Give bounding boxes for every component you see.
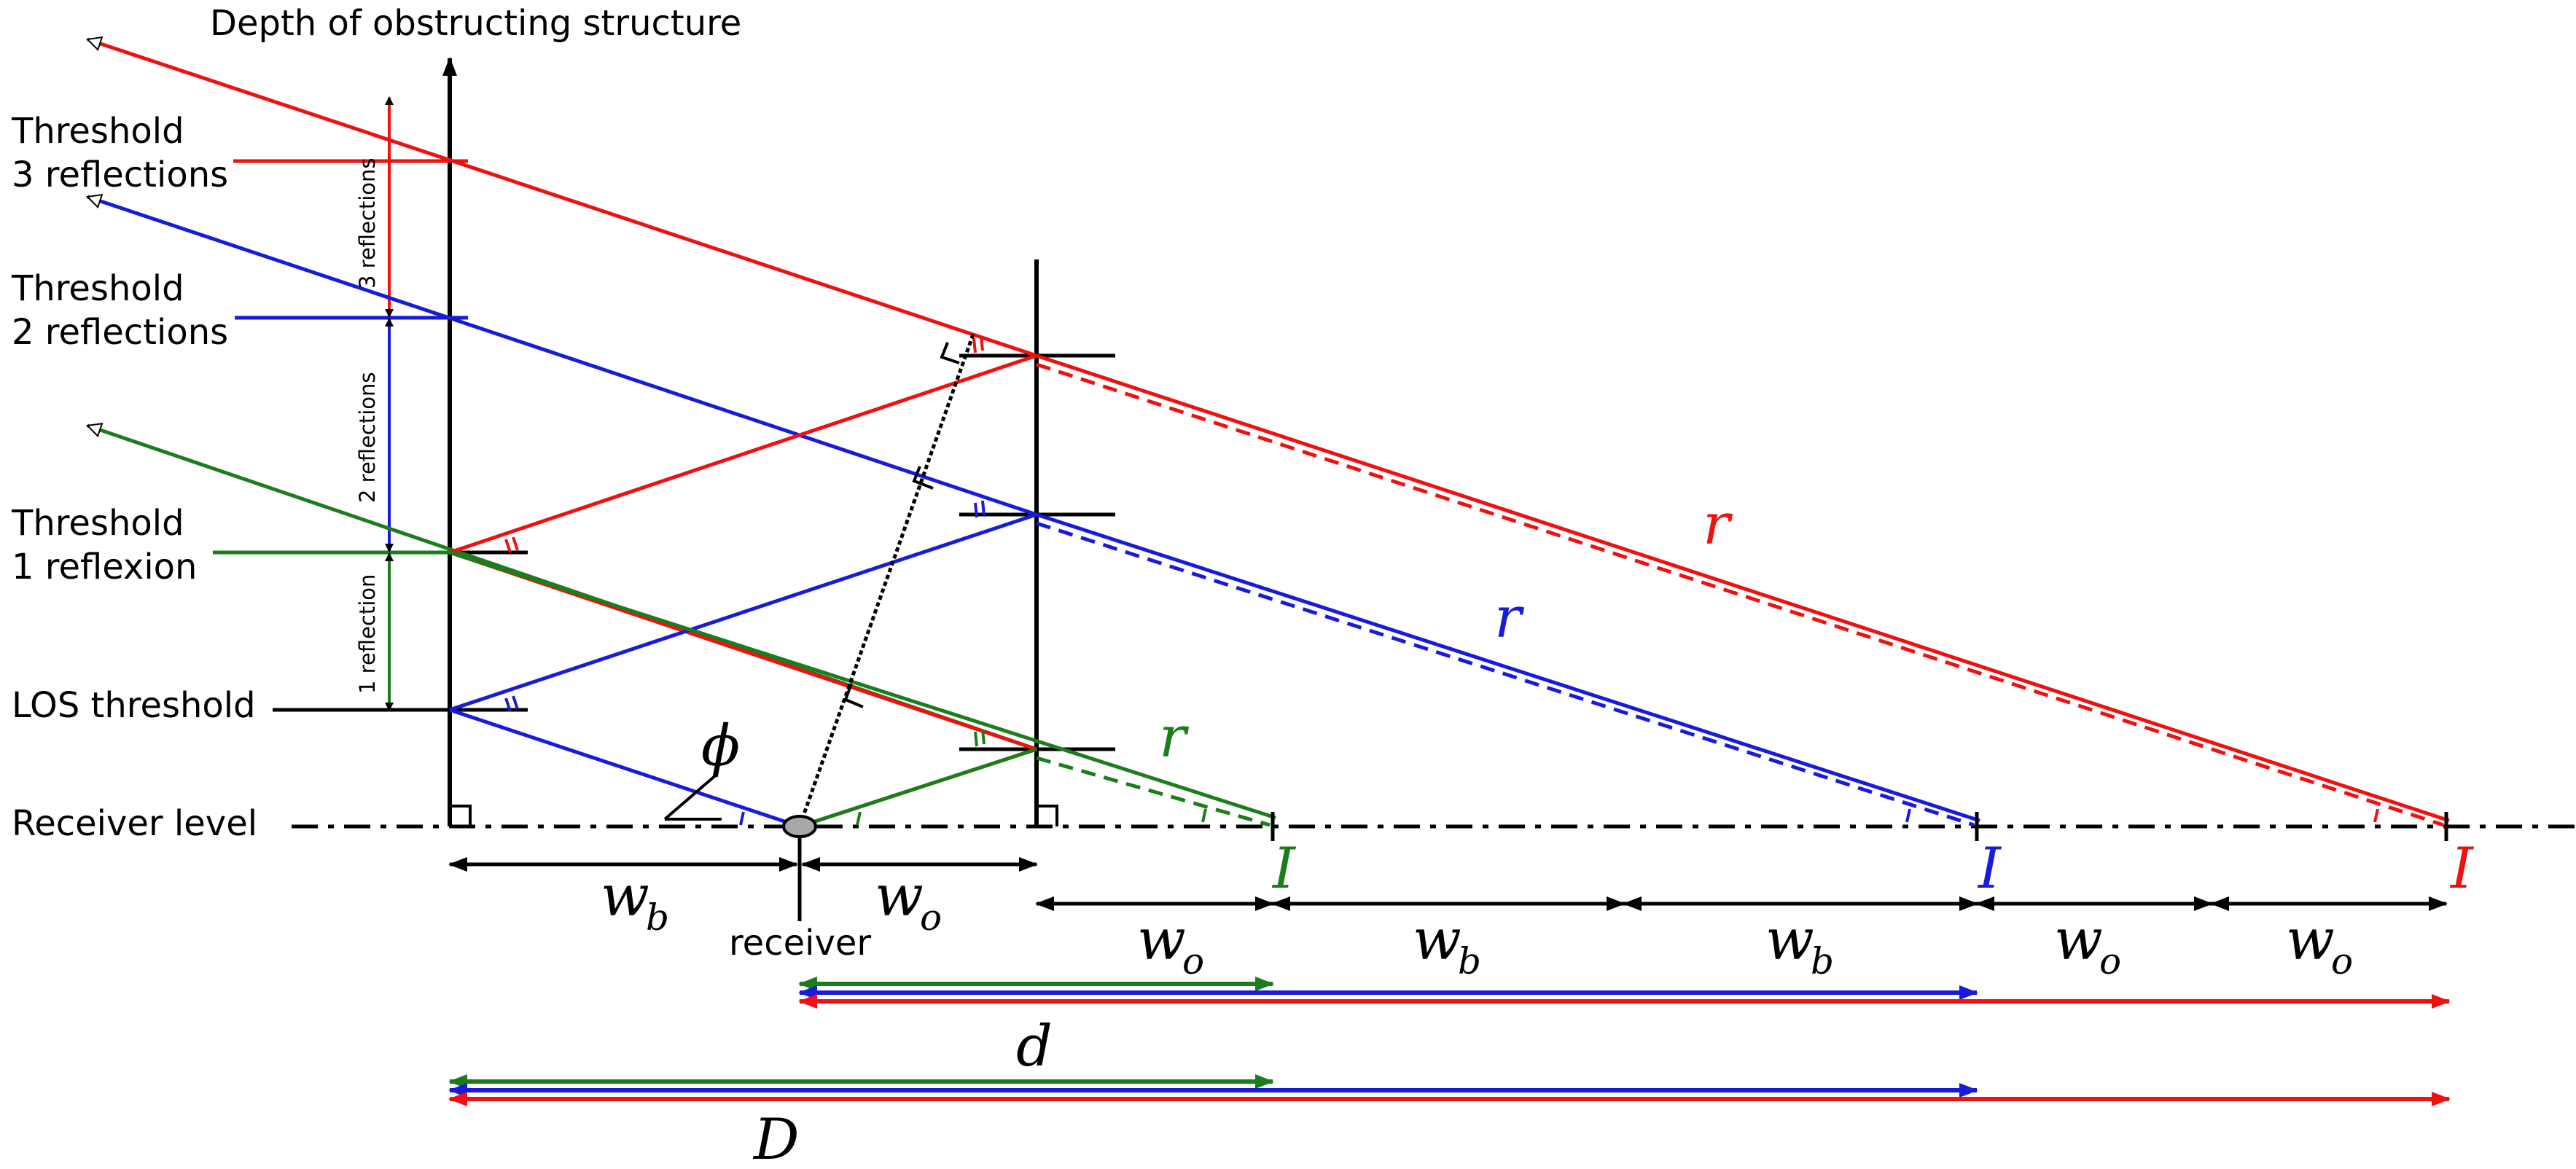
- incoming-ray-blue: [87, 197, 1037, 517]
- svg-text:w: w: [2054, 907, 2103, 973]
- image-ray-blue-dashed: [1036, 521, 1975, 827]
- svg-text:w: w: [601, 864, 649, 929]
- phi-symbol: ϕ: [701, 713, 740, 779]
- D-label: D: [752, 1107, 800, 1169]
- segment-3-label: 3 reflections: [355, 157, 380, 289]
- label-wb-2: w b: [1765, 907, 1834, 982]
- threshold3-label-line2: 3 reflections: [12, 155, 228, 195]
- red-path-1: [449, 353, 1037, 555]
- right-angle-mark-top: [940, 342, 960, 364]
- receiver-level-label: Receiver level: [12, 803, 257, 844]
- receiver-symbol: [782, 815, 817, 838]
- segment-1-label: 1 reflection: [355, 574, 380, 694]
- phi-angle-mark: [663, 773, 722, 821]
- segment-2-label: 2 reflections: [355, 372, 380, 503]
- right-angle-mark-low: [843, 683, 864, 708]
- label-wo-1: w o: [1137, 907, 1204, 982]
- svg-text:w: w: [2286, 907, 2335, 973]
- r-label-green: r: [1159, 705, 1190, 770]
- svg-text:w: w: [1413, 907, 1461, 973]
- threshold1-label-line2: 1 reflexion: [12, 547, 197, 587]
- svg-text:o: o: [2331, 940, 2353, 982]
- image-ray-green-dashed: [1036, 756, 1271, 827]
- d-label: d: [1016, 1014, 1053, 1079]
- r-label-red: r: [1703, 492, 1733, 558]
- image-ray-red-dashed: [1036, 362, 2444, 827]
- svg-text:o: o: [2099, 940, 2121, 982]
- los-threshold-label: LOS threshold: [12, 685, 256, 726]
- receiver-label: receiver: [729, 923, 871, 963]
- I-label-red: I: [2449, 836, 2475, 902]
- threshold2-label-line2: 2 reflections: [12, 312, 228, 353]
- I-label-blue: I: [1977, 836, 2002, 902]
- label-wo-3: w o: [2286, 907, 2353, 982]
- image-ray-blue-solid: [1036, 512, 1980, 823]
- svg-text:o: o: [920, 896, 942, 939]
- svg-text:b: b: [1458, 940, 1481, 982]
- threshold1-label-line1: Threshold: [11, 503, 184, 544]
- green-path-1: [799, 747, 1037, 829]
- blue-path-2: [449, 708, 800, 829]
- I-label-green: I: [1271, 836, 1297, 902]
- r-label-blue: r: [1494, 585, 1525, 651]
- threshold3-label-line1: Threshold: [11, 111, 184, 152]
- label-wb-1: w b: [1413, 907, 1481, 982]
- image-ray-green-solid: [449, 550, 1276, 820]
- angle-ticks: [504, 335, 2379, 826]
- incoming-ray-red: [87, 39, 1037, 358]
- right-angle-mark-left: [450, 805, 472, 826]
- svg-text:o: o: [1182, 940, 1204, 982]
- svg-text:b: b: [1811, 940, 1834, 982]
- right-angle-mark-mid: [912, 466, 934, 490]
- image-ray-red-solid: [1036, 353, 2450, 823]
- label-wo-left: w o: [875, 864, 942, 939]
- svg-text:b: b: [646, 896, 669, 939]
- right-angle-mark-right: [1037, 805, 1058, 826]
- threshold2-label-line1: Threshold: [11, 268, 184, 309]
- svg-text:w: w: [875, 864, 924, 929]
- svg-text:w: w: [1137, 907, 1186, 973]
- svg-text:w: w: [1765, 907, 1814, 973]
- label-wb-left: w b: [601, 864, 669, 939]
- blue-path-1: [449, 512, 1037, 712]
- depth-axis-label: Depth of obstructing structure: [210, 3, 741, 44]
- label-wo-2: w o: [2054, 907, 2121, 982]
